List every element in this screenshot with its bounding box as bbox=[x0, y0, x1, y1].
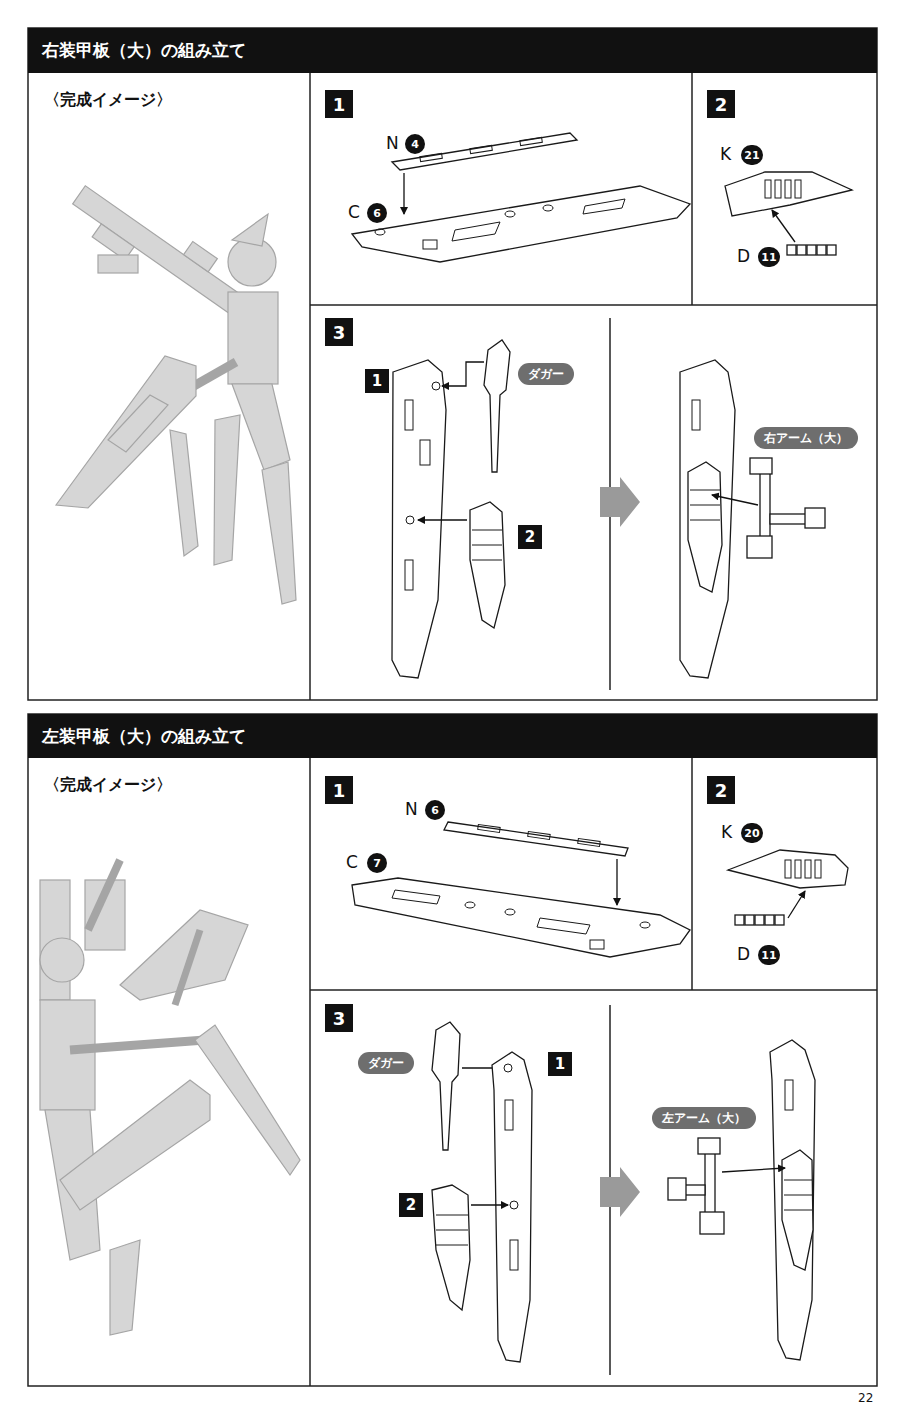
step-number: 3 bbox=[325, 318, 353, 346]
part-tag: ダガー bbox=[518, 363, 574, 385]
step2-parts bbox=[725, 172, 852, 255]
node-text: 右装甲板（大）の組み立て bbox=[42, 39, 863, 61]
node-text: 1 bbox=[333, 780, 346, 801]
node-text: 7 bbox=[373, 857, 381, 870]
part-tag: 左アーム（大） bbox=[652, 1107, 756, 1129]
part-letter: K bbox=[720, 144, 731, 164]
node-text: 右アーム（大） bbox=[764, 430, 848, 446]
page-number: 22 bbox=[858, 1391, 873, 1405]
step3-parts bbox=[432, 1022, 815, 1362]
part-number: 6 bbox=[425, 800, 445, 820]
part-number: 21 bbox=[741, 145, 763, 165]
step3-parts bbox=[392, 340, 825, 678]
step-number: 2 bbox=[707, 776, 735, 804]
part-letter: D bbox=[737, 246, 750, 266]
node-text: 2 bbox=[525, 528, 535, 546]
node-text: 2 bbox=[715, 94, 728, 115]
node-text: 1 bbox=[372, 372, 382, 390]
part-number: 6 bbox=[367, 203, 387, 223]
node-text: 20 bbox=[744, 827, 759, 840]
part-number: 4 bbox=[405, 134, 425, 154]
step-number: 1 bbox=[325, 776, 353, 804]
node-text: 11 bbox=[761, 949, 776, 962]
completion-image bbox=[40, 860, 300, 1335]
callout-number: 1 bbox=[548, 1052, 572, 1076]
callout-number: 2 bbox=[518, 525, 542, 549]
step-number: 2 bbox=[707, 90, 735, 118]
part-number: 11 bbox=[758, 247, 780, 267]
callout-number: 2 bbox=[399, 1193, 423, 1217]
node-text: ダガー bbox=[368, 1055, 404, 1071]
callout-number: 1 bbox=[365, 369, 389, 393]
step-number: 3 bbox=[325, 1004, 353, 1032]
node-text: 左アーム（大） bbox=[662, 1110, 746, 1126]
node-text: 〈完成イメージ〉 bbox=[44, 90, 294, 110]
image-panel: 〈完成イメージ〉 bbox=[28, 73, 310, 700]
part-letter: C bbox=[348, 202, 360, 222]
image-panel: 〈完成イメージ〉 bbox=[28, 758, 310, 1386]
node-text: ダガー bbox=[528, 366, 564, 382]
completion-image bbox=[56, 173, 296, 604]
part-letter: C bbox=[346, 852, 358, 872]
node-text: 3 bbox=[333, 1008, 346, 1029]
part-number: 7 bbox=[367, 853, 387, 873]
step2-parts bbox=[728, 850, 848, 925]
node-text: 3 bbox=[333, 322, 346, 343]
step-number: 1 bbox=[325, 90, 353, 118]
part-tag: ダガー bbox=[358, 1052, 414, 1074]
panel-frames bbox=[28, 28, 877, 1386]
node-text: 11 bbox=[761, 251, 776, 264]
part-tag: 右アーム（大） bbox=[754, 427, 858, 449]
step1-parts bbox=[352, 133, 690, 262]
node-text: 2 bbox=[406, 1196, 416, 1214]
step1-parts bbox=[352, 822, 690, 957]
node-text: 〈完成イメージ〉 bbox=[44, 775, 294, 795]
node-text: 21 bbox=[744, 149, 759, 162]
node-text: 6 bbox=[431, 804, 439, 817]
node-text: 1 bbox=[333, 94, 346, 115]
part-letter: D bbox=[737, 944, 750, 964]
part-letter: K bbox=[721, 822, 732, 842]
node-text: 1 bbox=[555, 1055, 565, 1073]
part-letter: N bbox=[386, 133, 399, 153]
part-number: 11 bbox=[758, 945, 780, 965]
node-text: 2 bbox=[715, 780, 728, 801]
node-text: 6 bbox=[373, 207, 381, 220]
section-header: 左装甲板（大）の組み立て bbox=[28, 714, 877, 758]
node-text: 4 bbox=[411, 138, 419, 151]
node-text: 左装甲板（大）の組み立て bbox=[42, 725, 863, 747]
section-header: 右装甲板（大）の組み立て bbox=[28, 28, 877, 73]
part-number: 20 bbox=[741, 823, 763, 843]
part-letter: N bbox=[405, 799, 418, 819]
